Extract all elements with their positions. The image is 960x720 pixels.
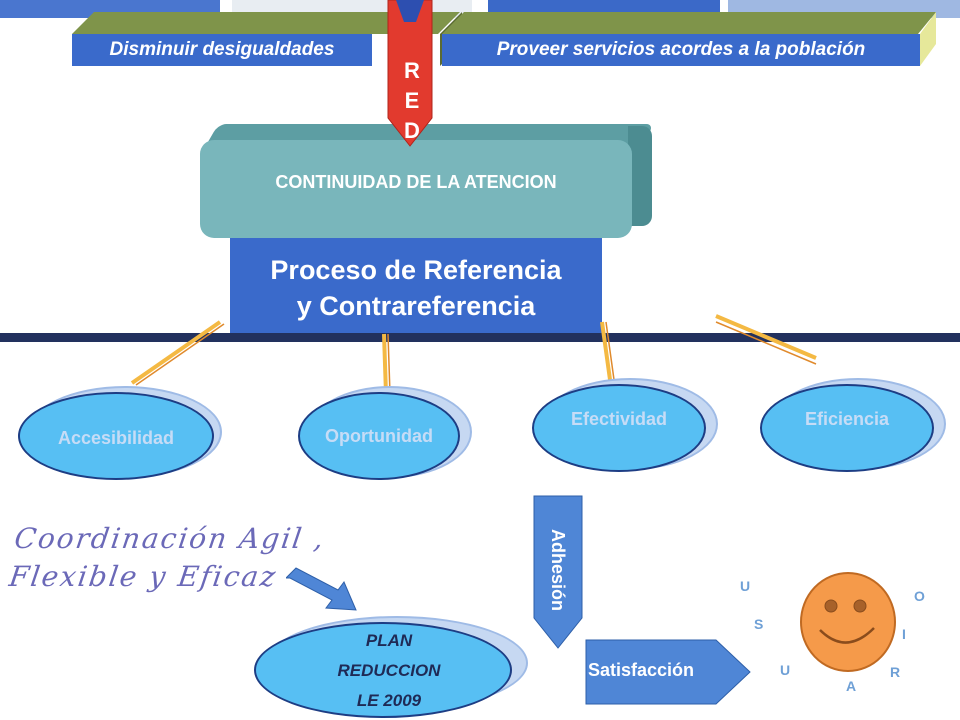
usuario-letter: U (740, 578, 751, 594)
banner-right-top (442, 12, 936, 34)
usuario-letter: A (846, 678, 857, 694)
usuario-letter: R (890, 664, 901, 680)
plan-line3: LE 2009 (356, 691, 422, 710)
red-arrow-top-accent (396, 0, 424, 22)
plan-ellipse-body (254, 622, 512, 718)
plan-line1: PLAN (365, 631, 413, 650)
red-arrow-shape (387, 0, 433, 147)
adhesion-label: Adhesión (548, 528, 568, 611)
coordinacion-line1: Coordinación Agil , (12, 522, 328, 555)
accesibilidad-label: Accesibilidad (18, 392, 214, 480)
coordinacion-text: Coordinación Agil , Flexible y Eficaz (7, 520, 328, 596)
smiley-face-circle (800, 572, 896, 672)
oportunidad-label: Oportunidad (298, 392, 460, 480)
banner-disminuir-desigualdades: Disminuir desigualdades (72, 34, 372, 66)
usuario-letter: S (754, 616, 764, 632)
ellipse-efectividad: Efectividad (532, 378, 718, 476)
smiley-right-eye-icon (853, 599, 867, 613)
red-letter-d: D (404, 118, 420, 143)
ellipse-oportunidad: Oportunidad (298, 386, 472, 484)
red-letter-e: E (404, 88, 420, 113)
usuario-letter: I (902, 626, 906, 642)
connector-accesibilidad (130, 320, 222, 385)
horizontal-divider (0, 333, 960, 342)
satisfaccion-arrow-shape (585, 639, 751, 705)
adhesion-arrow (533, 495, 583, 649)
continuidad-label: CONTINUIDAD DE LA ATENCION (275, 172, 557, 192)
banner-right-side (920, 12, 936, 66)
connector-eficiencia (715, 314, 817, 360)
continuidad-block (200, 140, 632, 238)
plan-line2: REDUCCION (337, 661, 441, 680)
proceso-line1: Proceso de Referencia (270, 255, 562, 285)
continuidad-block-side (628, 126, 652, 226)
arrow-to-plan (286, 567, 357, 611)
efectividad-label: Efectividad (532, 384, 706, 472)
usuario-letter: O (914, 588, 925, 604)
adhesion-arrow-shape (533, 495, 583, 649)
red-letter-r: R (404, 58, 420, 83)
arrow-to-plan-shape (286, 567, 357, 611)
smiley-left-eye-icon (824, 599, 838, 613)
plan-reduccion-ellipse: PLAN REDUCCION LE 2009 (254, 616, 528, 718)
proceso-line2: y Contrareferencia (296, 291, 536, 321)
ellipse-eficiencia: Eficiencia (760, 378, 946, 476)
satisfaccion-arrow (585, 639, 751, 705)
ellipse-accesibilidad: Accesibilidad (18, 386, 222, 484)
eficiencia-label: Eficiencia (760, 384, 934, 472)
usuario-letter: U (780, 662, 791, 678)
satisfaccion-label: Satisfacción (588, 660, 695, 680)
connector-oportunidad (382, 333, 388, 395)
smiley-mouth (819, 627, 875, 644)
proceso-referencia-block: Proceso de Referencia y Contrareferencia (230, 238, 602, 338)
banner-3d-shapes (72, 12, 936, 66)
banner-proveer-servicios: Proveer servicios acordes a la población (442, 34, 920, 66)
smiley-face-icon (800, 572, 896, 672)
red-arrow (387, 0, 433, 147)
banner-left-top (72, 12, 460, 34)
coordinacion-line2: Flexible y Eficaz (7, 560, 280, 593)
